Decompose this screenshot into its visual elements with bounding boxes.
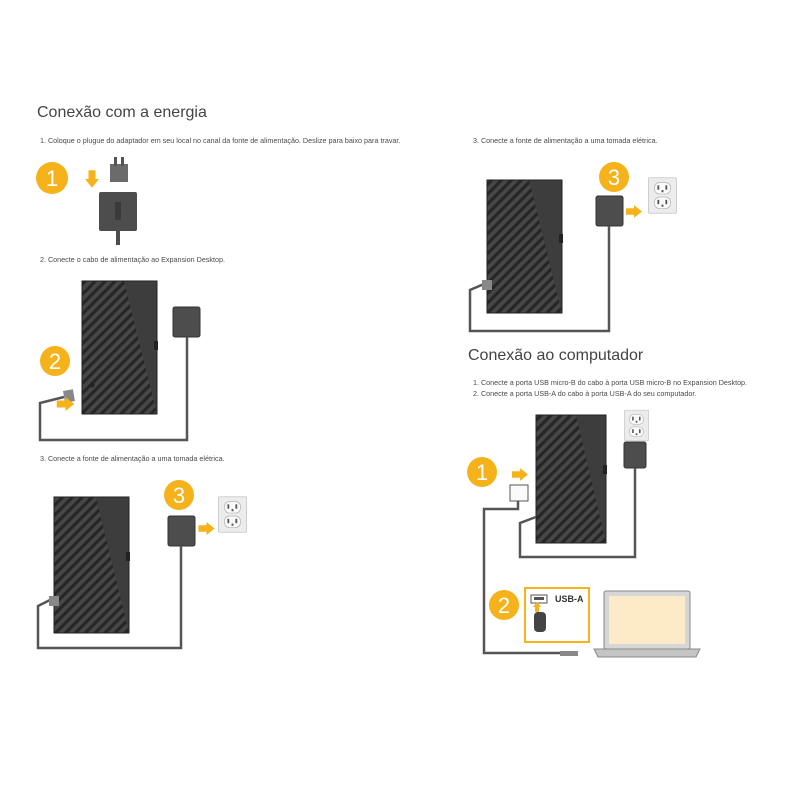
wall-outlet-icon [218, 496, 247, 533]
usb-a-plug-icon [534, 612, 546, 632]
step-text-power-3: 3. Conecte a fonte de alimentação a uma … [40, 454, 225, 463]
wall-outlet-icon [624, 409, 649, 442]
step-text-computer-2: 2. Conecte a porta USB-A do cabo à porta… [473, 389, 697, 398]
power-supply-icon [167, 515, 196, 547]
svg-text:1: 1 [46, 166, 58, 191]
badge-step-2: 2 [40, 346, 70, 376]
illustration-to-outlet-right: 3 [468, 162, 677, 333]
arrow-right-icon [512, 468, 528, 481]
badge-step-3: 3 [164, 480, 194, 510]
illustration-cable-to-drive: 2 [38, 280, 201, 442]
usb-a-callout: USB-A [524, 587, 590, 643]
step-text-computer-1: 1. Conecte a porta USB micro-B do cabo à… [473, 378, 748, 387]
power-supply-icon [595, 195, 624, 227]
power-cable [468, 226, 611, 333]
section-title-power: Conexão com a energia [37, 104, 207, 121]
power-cable [518, 468, 637, 559]
usb-a-label: USB-A [555, 594, 584, 604]
laptop-icon [593, 590, 701, 658]
hard-drive-icon [53, 496, 130, 634]
step-text-power-3-right: 3. Conecte a fonte de alimentação a uma … [473, 136, 658, 145]
svg-text:2: 2 [49, 349, 61, 374]
power-supply-icon [623, 441, 647, 469]
svg-text:3: 3 [608, 165, 620, 190]
svg-text:2: 2 [498, 593, 510, 618]
power-supply-icon [99, 192, 137, 245]
illustration-computer-connection: 1 2 USB-A [467, 409, 701, 658]
badge-step-3: 3 [599, 162, 629, 192]
wall-outlet-icon [648, 177, 677, 214]
section-title-computer: Conexão ao computador [468, 347, 644, 364]
badge-step-2: 2 [489, 590, 519, 620]
svg-text:1: 1 [476, 460, 488, 485]
illustration-adapter-plug: 1 [36, 157, 137, 245]
hard-drive-icon [535, 414, 607, 544]
power-cable [38, 337, 189, 442]
illustration-to-outlet-left: 3 [36, 480, 247, 650]
badge-step-1: 1 [467, 457, 497, 487]
step-text-power-1: 1. Coloque o plugue do adaptador em seu … [40, 136, 401, 145]
hard-drive-icon [486, 179, 563, 314]
arrow-down-icon [85, 170, 99, 188]
usb-micro-b-connector-icon [509, 484, 529, 502]
power-supply-icon [172, 306, 201, 338]
arrow-right-icon [198, 522, 215, 535]
hard-drive-icon [81, 280, 158, 415]
step-text-power-2: 2. Conecte o cabo de alimentação ao Expa… [40, 255, 225, 264]
arrow-right-icon [626, 205, 642, 218]
cable-plug-icon [482, 280, 492, 290]
badge-step-1: 1 [36, 162, 68, 194]
cable-plug-icon [49, 596, 59, 606]
power-cable [36, 546, 183, 650]
svg-text:3: 3 [173, 483, 185, 508]
usb-cable [482, 501, 560, 655]
adapter-plug-icon [110, 157, 128, 182]
usb-a-plug-icon [560, 651, 578, 656]
